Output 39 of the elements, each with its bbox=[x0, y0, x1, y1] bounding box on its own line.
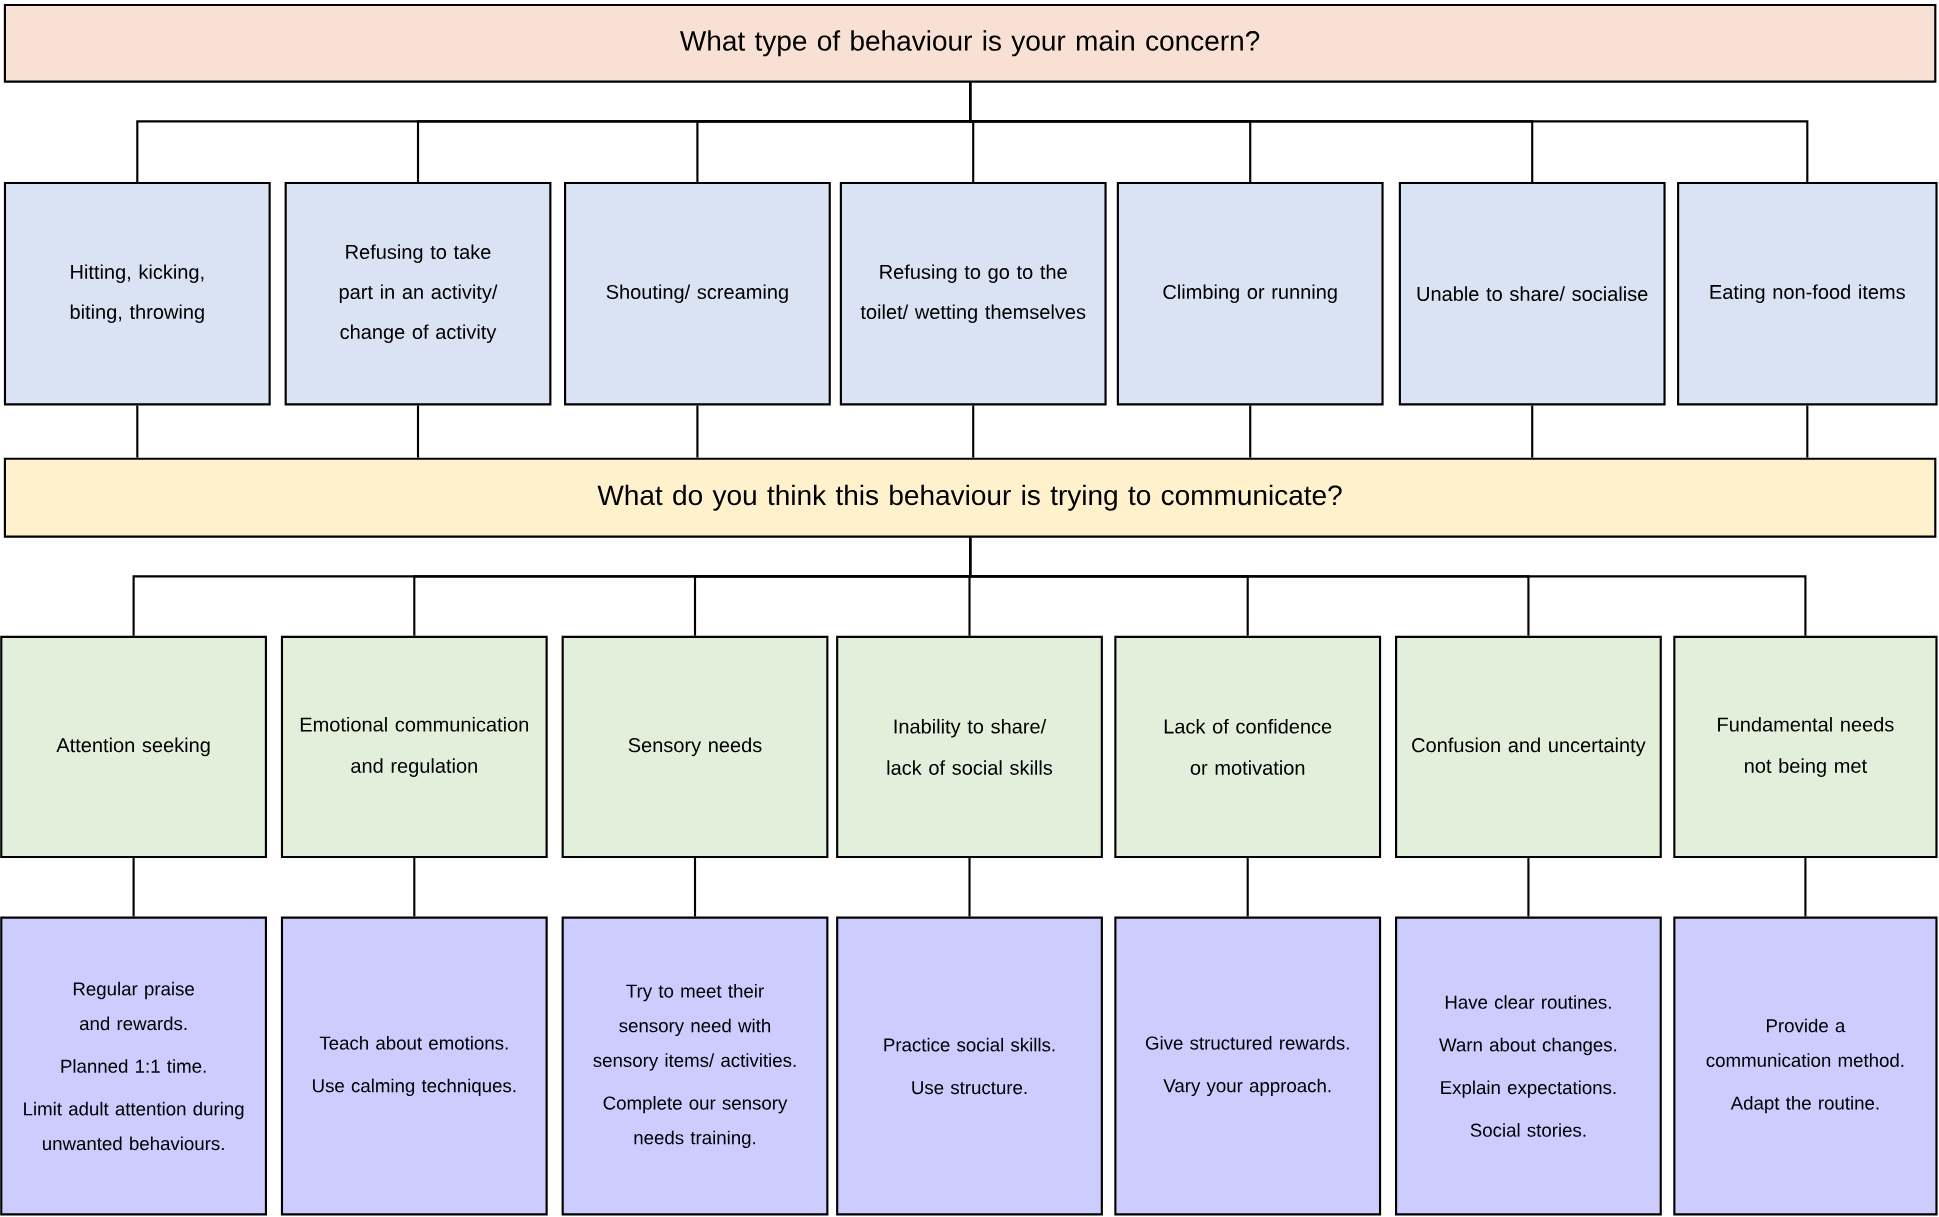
connector-line bbox=[1246, 858, 1249, 917]
behaviour-box: Refusing to take part in an activity/ change of activity bbox=[284, 181, 552, 406]
connector-line bbox=[416, 405, 420, 458]
connector-line bbox=[1249, 405, 1252, 458]
strategy-box: Teach about emotions. Use calming techniques. bbox=[280, 916, 548, 1216]
question-box: What type of behaviour is your main concern? bbox=[3, 3, 1937, 83]
connector-line bbox=[1531, 405, 1534, 458]
connector-line bbox=[696, 405, 699, 458]
cause-box: Sensory needs bbox=[561, 635, 829, 859]
connector-line bbox=[132, 858, 135, 917]
question-box: What do you think this behaviour is trying to communicate? bbox=[3, 457, 1937, 538]
behaviour-box: Unable to share/ socialise bbox=[1398, 181, 1666, 406]
connector-line bbox=[693, 858, 697, 917]
strategy-box: Provide a communication method. Adapt the routine. bbox=[1673, 916, 1938, 1216]
cause-box: Attention seeking bbox=[0, 635, 267, 859]
connector-line bbox=[968, 858, 971, 917]
cause-box: Fundamental needs not being met bbox=[1673, 635, 1938, 859]
behaviour-box: Shouting/ screaming bbox=[564, 181, 831, 406]
strategy-box: Practice social skills. Use structure. bbox=[836, 916, 1103, 1216]
behaviour-box: Hitting, kicking, biting, throwing bbox=[3, 181, 271, 406]
strategy-box: Try to meet their sensory need with sensory items/ activities. Complete our sensory needs training. bbox=[561, 916, 829, 1216]
strategy-box: Regular praise and rewards. Planned 1:1 time. Limit adult attention during unwanted behaviours. bbox=[0, 916, 267, 1216]
connector-line bbox=[969, 537, 1807, 636]
connector-line bbox=[1806, 405, 1809, 458]
strategy-box: Give structured rewards. Vary your approach. bbox=[1114, 916, 1382, 1216]
connector-line bbox=[413, 858, 416, 917]
behaviour-box: Eating non-food items bbox=[1677, 181, 1938, 406]
connector-line bbox=[969, 82, 1809, 182]
cause-box: Inability to share/ lack of social skills bbox=[836, 635, 1103, 859]
connector-line bbox=[972, 405, 975, 458]
cause-box: Emotional communication and regulation bbox=[280, 635, 548, 859]
behaviour-box: Climbing or running bbox=[1116, 181, 1384, 406]
connector-line bbox=[136, 405, 139, 458]
behaviour-box: Refusing to go to the toilet/ wetting themselves bbox=[839, 181, 1107, 406]
strategy-box: Have clear routines. Warn about changes. Explain expectations. Social stories. bbox=[1395, 916, 1662, 1216]
cause-box: Confusion and uncertainty bbox=[1395, 635, 1662, 859]
connector-line bbox=[1527, 858, 1530, 917]
connector-line bbox=[1804, 858, 1807, 917]
cause-box: Lack of confidence or motivation bbox=[1114, 635, 1382, 859]
